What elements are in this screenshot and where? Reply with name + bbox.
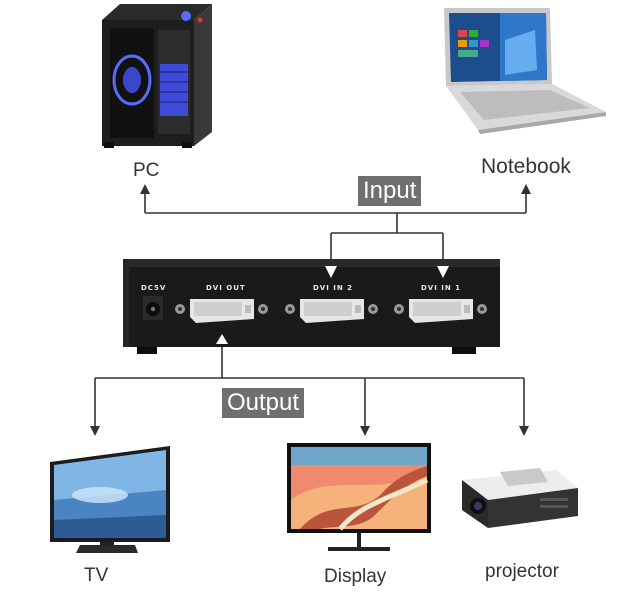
arrow-to-display [360, 426, 370, 436]
power-jack [143, 296, 163, 320]
arrow-to-tv [90, 426, 100, 436]
output-connectors [94, 344, 525, 428]
tv-label: TV [84, 565, 109, 586]
projector-label: projector [485, 561, 559, 582]
display-image [287, 443, 431, 551]
dvi-in-2-port [285, 299, 378, 323]
dvi-in-1-port [394, 299, 487, 323]
power-port-label: DC5V [141, 284, 167, 292]
notebook-label: Notebook [481, 155, 571, 178]
output-tag: Output [222, 388, 305, 418]
arrow-dvi-out [216, 334, 228, 344]
arrow-to-projector [519, 426, 529, 436]
arrow-to-notebook [521, 184, 531, 194]
dvi-in-2-port-label: DVI IN 2 [313, 284, 354, 292]
projector-image [462, 468, 578, 528]
arrow-dvi-in-2 [325, 266, 337, 278]
dvi-out-port [175, 299, 268, 323]
pc-label: PC [133, 160, 160, 181]
input-tag: Input [358, 176, 422, 206]
arrow-dvi-in-1 [437, 266, 449, 278]
input-connectors [144, 190, 527, 266]
display-label: Display [324, 566, 387, 587]
dvi-out-port-label: DVI OUT [206, 284, 246, 292]
dvi-in-1-port-label: DVI IN 1 [421, 284, 462, 292]
tv-image [50, 446, 170, 553]
arrow-to-pc [140, 184, 150, 194]
dvi-switch-box [123, 259, 500, 354]
pc-tower-image [102, 4, 212, 148]
notebook-image [444, 8, 606, 134]
